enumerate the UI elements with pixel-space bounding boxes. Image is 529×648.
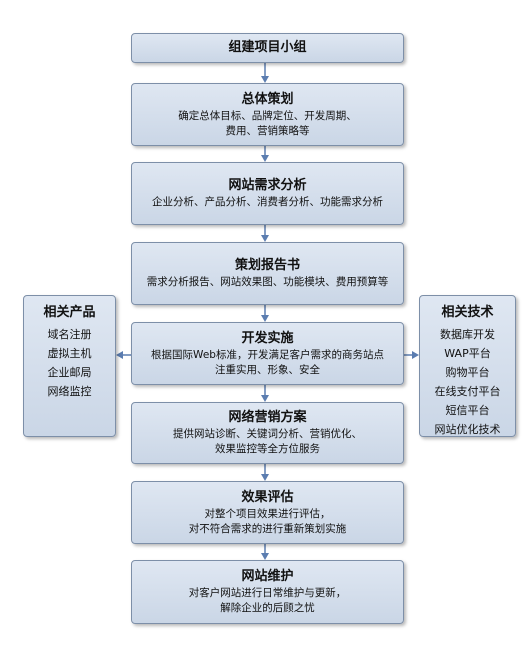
- step-title: 策划报告书: [234, 258, 300, 273]
- step-desc-line: 费用、营销策略等: [225, 124, 310, 137]
- step-title: 网站需求分析: [228, 178, 307, 193]
- step-build-team: 组建项目小组: [131, 33, 404, 63]
- step-desc-line: 需求分析报告、网站效果图、功能模块、费用预算等: [146, 276, 389, 288]
- tech-item: 短信平台: [445, 404, 490, 417]
- step-title: 网络营销方案: [228, 410, 307, 425]
- step-title: 总体策划: [241, 91, 294, 107]
- step-title: 网站维护: [241, 569, 294, 584]
- arrow-down-5: [261, 395, 269, 402]
- arrow-down-3: [261, 235, 269, 242]
- step-title: 组建项目小组: [228, 40, 307, 55]
- step-desc-line: 确定总体目标、品牌定位、开发周期、: [178, 109, 357, 122]
- arrow-right: [412, 351, 419, 359]
- step-desc-line: 解除企业的后顾之忧: [220, 602, 315, 614]
- tech-item: 购物平台: [445, 366, 490, 379]
- step-desc-line: 效果监控等全方位服务: [215, 443, 320, 455]
- step-overall-plan: 总体策划 确定总体目标、品牌定位、开发周期、 费用、营销策略等: [131, 83, 404, 146]
- step-desc-line: 提供网站诊断、关键词分析、营销优化、: [173, 428, 362, 440]
- step-title: 效果评估: [241, 489, 294, 505]
- related-products-panel: 相关产品 域名注册 虚拟主机 企业邮局 网络监控: [23, 295, 116, 437]
- product-item: 域名注册: [47, 328, 92, 341]
- tech-item: WAP平台: [444, 347, 491, 360]
- step-maintenance: 网站维护 对客户网站进行日常维护与更新， 解除企业的后顾之忧: [131, 560, 404, 624]
- step-desc-line: 对客户网站进行日常维护与更新，: [188, 587, 347, 599]
- product-item: 网络监控: [47, 385, 92, 398]
- arrow-left: [116, 351, 123, 359]
- related-products-title: 相关产品: [43, 305, 96, 320]
- related-tech-title: 相关技术: [441, 305, 494, 320]
- step-marketing-plan: 网络营销方案 提供网站诊断、关键词分析、营销优化、 效果监控等全方位服务: [131, 402, 404, 464]
- product-item: 企业邮局: [47, 366, 92, 379]
- tech-item: 数据库开发: [440, 328, 495, 341]
- product-item: 虚拟主机: [47, 347, 92, 360]
- step-plan-report: 策划报告书 需求分析报告、网站效果图、功能模块、费用预算等: [131, 242, 404, 305]
- step-desc-line: 注重实用、形象、安全: [215, 363, 320, 376]
- step-development: 开发实施 根据国际Web标准，开发满足客户需求的商务站点 注重实用、形象、安全: [131, 322, 404, 385]
- arrow-down-6: [261, 474, 269, 481]
- arrow-down-7: [261, 553, 269, 560]
- related-tech-panel: 相关技术 数据库开发 WAP平台 购物平台 在线支付平台 短信平台 网站优化技术: [419, 295, 516, 437]
- step-desc-line: 根据国际Web标准，开发满足客户需求的商务站点: [151, 348, 384, 361]
- tech-item: 在线支付平台: [434, 385, 501, 398]
- step-evaluation: 效果评估 对整个项目效果进行评估， 对不符合需求的进行重新策划实施: [131, 481, 404, 544]
- step-desc-line: 对整个项目效果进行评估，: [204, 507, 331, 520]
- step-requirement-analysis: 网站需求分析 企业分析、产品分析、消费者分析、功能需求分析: [131, 162, 404, 225]
- arrow-down-4: [261, 315, 269, 322]
- step-title: 开发实施: [241, 330, 294, 346]
- step-desc-line: 企业分析、产品分析、消费者分析、功能需求分析: [152, 196, 383, 208]
- tech-item: 网站优化技术: [434, 423, 501, 436]
- step-desc-line: 对不符合需求的进行重新策划实施: [188, 522, 347, 535]
- arrow-down-2: [261, 155, 269, 162]
- arrow-down-1: [261, 76, 269, 83]
